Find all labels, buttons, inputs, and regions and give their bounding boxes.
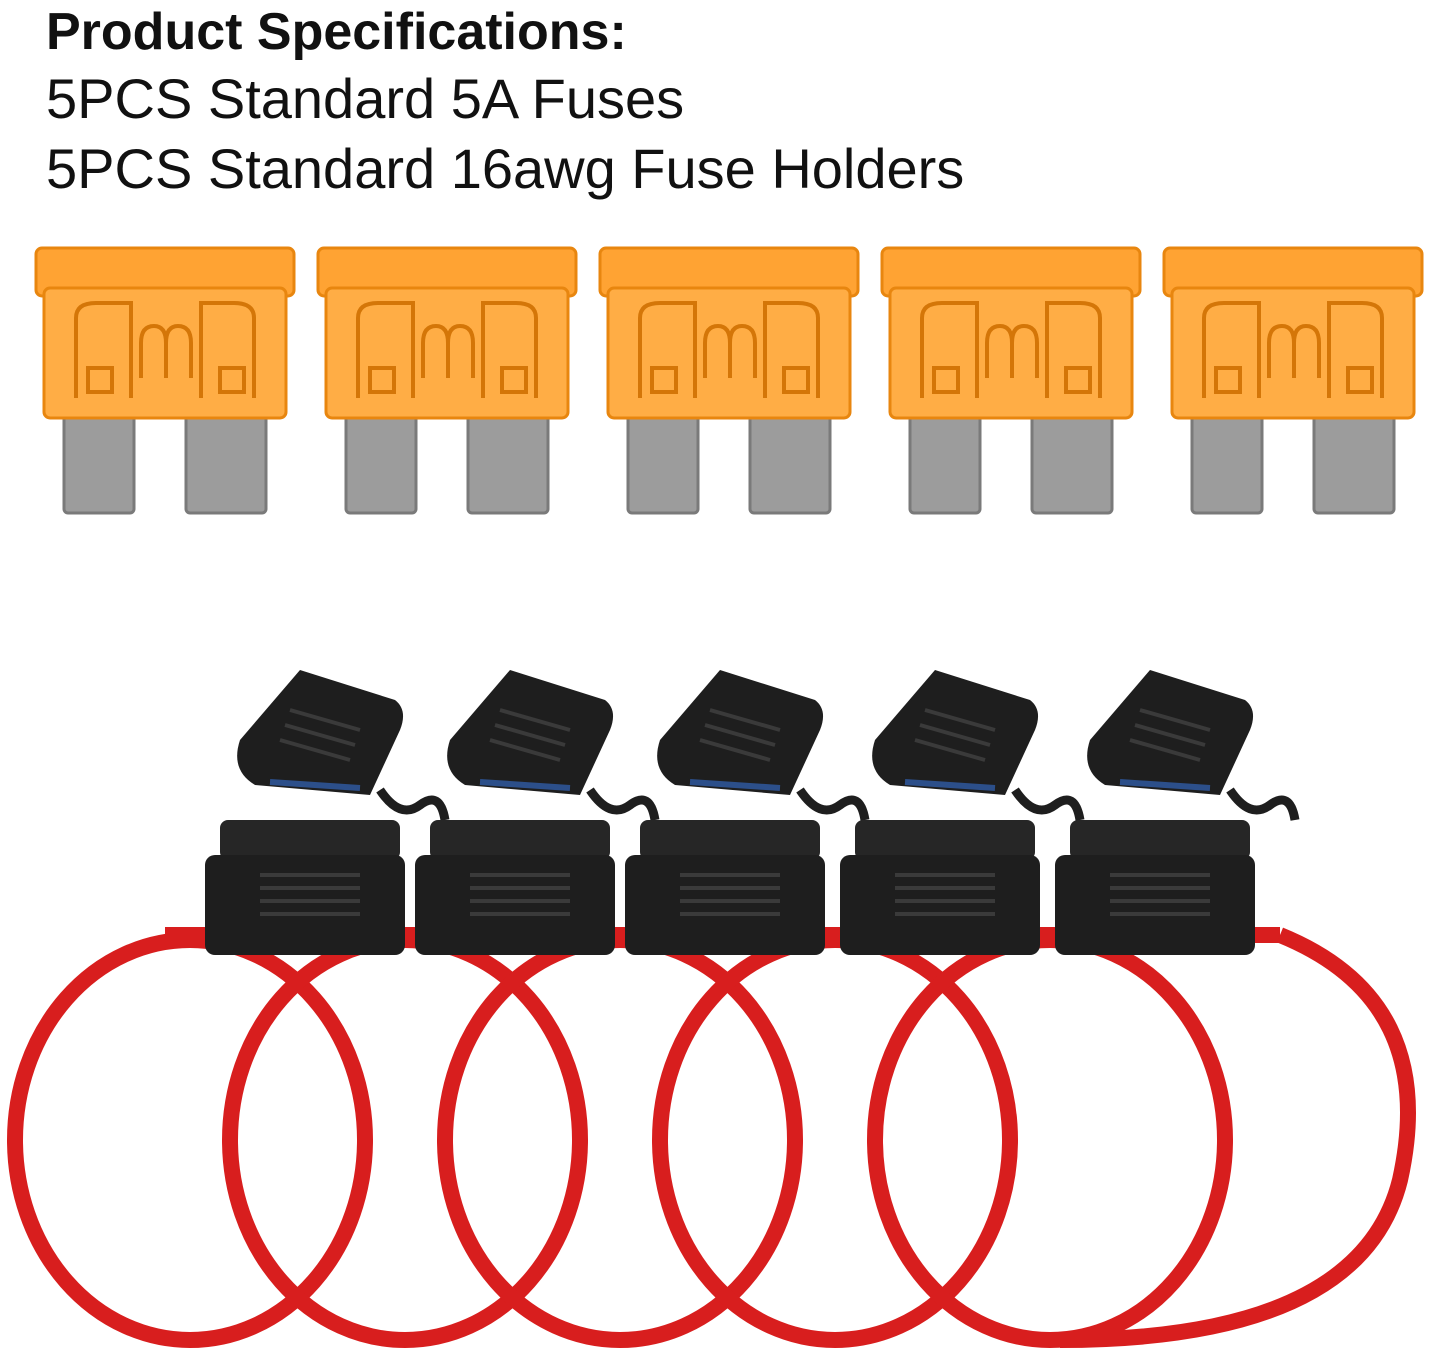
fuse-holder-5: [1055, 670, 1295, 955]
fuse-holder-1: [205, 670, 445, 955]
fuse-1: [34, 246, 296, 515]
spec-line-holders: 5PCS Standard 16awg Fuse Holders: [46, 137, 965, 200]
specs-title: Product Specifications:: [46, 3, 627, 61]
product-specifications: Product Specifications: 5PCS Standard 5A…: [46, 0, 1406, 204]
fuse-5: [1162, 246, 1424, 515]
fuse-4: [880, 246, 1142, 515]
fuse-2: [316, 246, 578, 515]
fuse-3: [598, 246, 860, 515]
fuse-holder-2: [415, 670, 655, 955]
fuse-holder-3: [625, 670, 865, 955]
fuse-holder-4: [840, 670, 1080, 955]
wire-loops: [7, 927, 1416, 1348]
spec-line-fuses: 5PCS Standard 5A Fuses: [46, 67, 685, 130]
